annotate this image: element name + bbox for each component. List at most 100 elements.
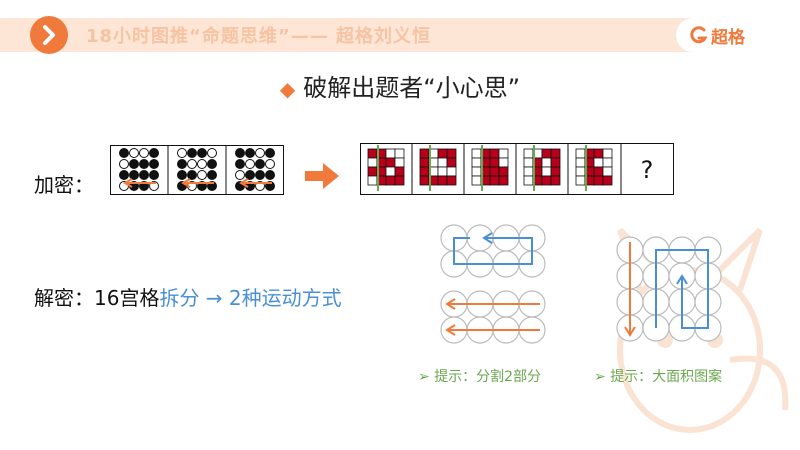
grid-cell <box>523 148 534 159</box>
grid-cell <box>498 148 509 159</box>
grid-cell <box>394 175 405 186</box>
grid-cell <box>419 175 430 186</box>
grid-circle <box>207 170 217 180</box>
grid-cell <box>602 166 613 177</box>
grid-circle <box>197 159 207 169</box>
grid-circle <box>139 148 149 158</box>
grid-circle <box>255 148 265 158</box>
grid-cell <box>602 148 613 159</box>
brand-logo-icon <box>690 26 708 44</box>
tip-large-area-pattern: ➢ 提示：大面积图案 <box>594 366 722 386</box>
grid-cell <box>437 175 448 186</box>
grid-circle <box>245 170 255 180</box>
grid-circle <box>119 159 129 169</box>
grid-cell <box>575 166 586 177</box>
grid-circle <box>197 148 207 158</box>
grid-cell <box>471 157 482 168</box>
grid-cell <box>394 157 405 168</box>
grid-cell <box>419 148 430 159</box>
brand-name: 超格 <box>711 28 745 48</box>
grid-cell <box>367 166 378 177</box>
decrypt-label: 解密：16宫格拆分 → 2种运动方式 <box>34 282 342 311</box>
grid-circle <box>187 170 197 180</box>
grid-circle <box>129 148 139 158</box>
grid-cell <box>419 166 430 177</box>
grid-cell <box>593 157 604 168</box>
grid-cell <box>367 148 378 159</box>
grid-circle <box>207 148 217 158</box>
encrypt-label: 加密： <box>34 173 94 197</box>
grid-cell <box>446 175 457 186</box>
grid-cell <box>419 157 430 168</box>
grid-cell <box>523 157 534 168</box>
grid-circle <box>187 159 197 169</box>
grid-cell <box>367 175 378 186</box>
grid-cell <box>523 175 534 186</box>
tip-split-two-parts: ➢ 提示：分割2部分 <box>418 366 541 386</box>
grid-cell <box>471 166 482 177</box>
grid-cell <box>385 157 396 168</box>
motion-arrow <box>180 178 214 188</box>
grid-circle <box>139 170 149 180</box>
grid-cell <box>446 157 457 168</box>
grid-circle <box>265 148 275 158</box>
grid-circle <box>235 159 245 169</box>
grid-cell <box>541 175 552 186</box>
grid-circle <box>255 159 265 169</box>
grid-cell <box>394 148 405 159</box>
decrypt-prefix: 解密：16宫格 <box>34 286 160 310</box>
grid-cell <box>498 166 509 177</box>
grid-circle <box>245 148 255 158</box>
grid-cell <box>602 157 613 168</box>
grid-cell <box>498 175 509 186</box>
answer-placeholder: ? <box>641 156 654 184</box>
grid-circle <box>129 159 139 169</box>
grid-cell <box>471 175 482 186</box>
grid-circle <box>265 170 275 180</box>
chevron-right-icon <box>30 16 68 54</box>
grid-circle <box>149 148 159 158</box>
tip-text: 提示：分割2部分 <box>434 369 542 385</box>
grid-cell <box>541 148 552 159</box>
grid-cell <box>385 166 396 177</box>
grid-cell <box>437 166 448 177</box>
grid-cell <box>489 166 500 177</box>
grid-cell <box>385 175 396 186</box>
grid-circle <box>139 159 149 169</box>
grid-circle <box>235 170 245 180</box>
grid-cell <box>575 157 586 168</box>
grid-cell <box>489 148 500 159</box>
grid-cell <box>523 166 534 177</box>
grid-cell <box>550 148 561 159</box>
brand-pill <box>676 18 800 52</box>
grid-cell <box>593 148 604 159</box>
heading-text: 破解出题者“小心思” <box>303 74 521 102</box>
grid-cell <box>602 175 613 186</box>
grid-circle <box>255 170 265 180</box>
full-grid-circles-diagram <box>616 236 722 342</box>
header-bar <box>0 18 800 52</box>
diamond-icon: ◆ <box>279 77 296 101</box>
grid-cell <box>394 166 405 177</box>
grid-circle <box>265 159 275 169</box>
grid-cell <box>575 175 586 186</box>
triangle-bullet-icon: ➢ <box>594 369 611 385</box>
grid-sequence-strip: ? <box>360 143 674 195</box>
grid-cell <box>498 157 509 168</box>
grid-circle <box>149 159 159 169</box>
grid-cell <box>437 148 448 159</box>
arrow-right-icon <box>305 163 339 189</box>
grid-circle <box>187 148 197 158</box>
page-heading: ◆ 破解出题者“小心思” <box>0 68 800 103</box>
tip-text: 提示：大面积图案 <box>610 369 723 385</box>
grid-cell <box>541 157 552 168</box>
grid-cell <box>489 175 500 186</box>
grid-circle <box>177 148 187 158</box>
grid-cell <box>550 157 561 168</box>
top-half-circles-diagram <box>440 224 546 278</box>
grid-circle <box>119 170 129 180</box>
grid-circle <box>177 159 187 169</box>
grid-cell <box>446 166 457 177</box>
grid-cell <box>593 175 604 186</box>
grid-circle <box>207 159 217 169</box>
